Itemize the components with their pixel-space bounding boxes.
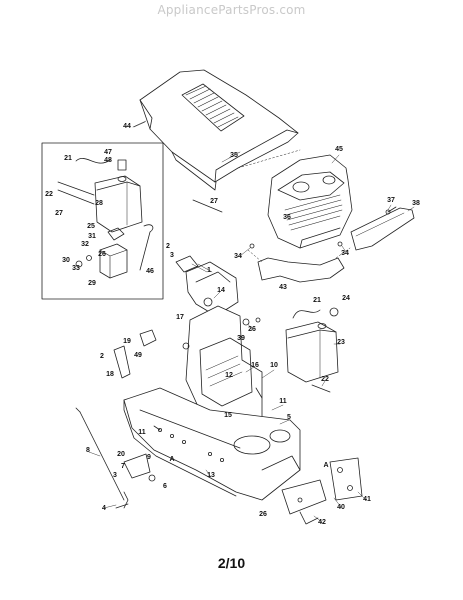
- callout-3: 3: [113, 472, 117, 479]
- callout-26: 26: [98, 251, 106, 258]
- callout-A: A: [169, 456, 174, 463]
- callout-15: 15: [224, 412, 232, 419]
- inset-fuel-pump: [75, 224, 154, 279]
- callout-5: 5: [287, 414, 291, 421]
- leader-lines: [88, 121, 415, 523]
- callout-36: 36: [283, 214, 291, 221]
- headlight-lens: [350, 206, 415, 251]
- callout-40: 40: [337, 504, 345, 511]
- callout-14: 14: [217, 287, 225, 294]
- callout-41: 41: [363, 496, 371, 503]
- callout-28: 28: [95, 200, 103, 207]
- callout-45: 45: [335, 146, 343, 153]
- callout-11: 11: [279, 398, 287, 405]
- callout-35: 35: [230, 152, 238, 159]
- callout-18: 18: [106, 371, 114, 378]
- main-frame: [123, 387, 301, 501]
- callout-29: 29: [88, 280, 96, 287]
- callout-34: 34: [234, 253, 242, 260]
- callout-12: 12: [225, 372, 233, 379]
- page-number: 2/10: [217, 555, 246, 571]
- callout-17: 17: [176, 314, 184, 321]
- small-parts: [113, 317, 263, 431]
- callout-9: 9: [147, 454, 151, 461]
- callout-6: 6: [163, 483, 167, 490]
- callout-23: 23: [337, 339, 345, 346]
- callout-A: A: [323, 462, 328, 469]
- callout-3: 3: [170, 252, 174, 259]
- callout-22: 22: [45, 191, 53, 198]
- callout-49: 49: [134, 352, 142, 359]
- callout-26: 26: [259, 511, 267, 518]
- callout-11: 11: [138, 429, 146, 436]
- callout-21: 21: [313, 297, 321, 304]
- callout-7: 7: [121, 463, 125, 470]
- callout-27: 27: [55, 210, 63, 217]
- callout-46: 46: [146, 268, 154, 275]
- callout-34: 34: [341, 250, 349, 257]
- strap: [192, 199, 223, 213]
- callout-33: 33: [72, 265, 80, 272]
- callout-25: 25: [87, 223, 95, 230]
- callout-32: 32: [81, 241, 89, 248]
- callout-19: 19: [123, 338, 131, 345]
- callout-31: 31: [88, 233, 96, 240]
- grille: [267, 154, 353, 249]
- callout-30: 30: [62, 257, 70, 264]
- watermark: AppliancePartsPros.com: [157, 3, 306, 17]
- callout-4: 4: [102, 505, 106, 512]
- callout-20: 20: [117, 451, 125, 458]
- callout-37: 37: [387, 197, 395, 204]
- fuel-tank: [285, 307, 339, 393]
- callout-48: 48: [104, 157, 112, 164]
- callout-2: 2: [166, 243, 170, 250]
- callout-39: 39: [237, 335, 245, 342]
- dash-console: [175, 255, 239, 317]
- callout-10: 10: [270, 362, 278, 369]
- callout-2: 2: [100, 353, 104, 360]
- callout-44: 44: [123, 123, 131, 130]
- hood: [132, 69, 301, 191]
- callout-27: 27: [210, 198, 218, 205]
- callout-38: 38: [412, 200, 420, 207]
- callout-42: 42: [318, 519, 326, 526]
- callout-22: 22: [321, 376, 329, 383]
- callout-8: 8: [86, 447, 90, 454]
- callout-26: 26: [248, 326, 256, 333]
- callout-47: 47: [104, 149, 112, 156]
- callout-1: 1: [207, 267, 211, 274]
- callout-21: 21: [64, 155, 72, 162]
- inset-box: [41, 142, 164, 300]
- hood-bracket: [247, 241, 351, 283]
- axle-brackets: [281, 457, 363, 525]
- steering-support: [182, 305, 263, 439]
- callout-24: 24: [342, 295, 350, 302]
- lever-rod: [75, 407, 156, 509]
- callout-43: 43: [279, 284, 287, 291]
- inset-fuel-tank: [57, 158, 143, 233]
- callout-13: 13: [207, 472, 215, 479]
- callout-16: 16: [251, 362, 259, 369]
